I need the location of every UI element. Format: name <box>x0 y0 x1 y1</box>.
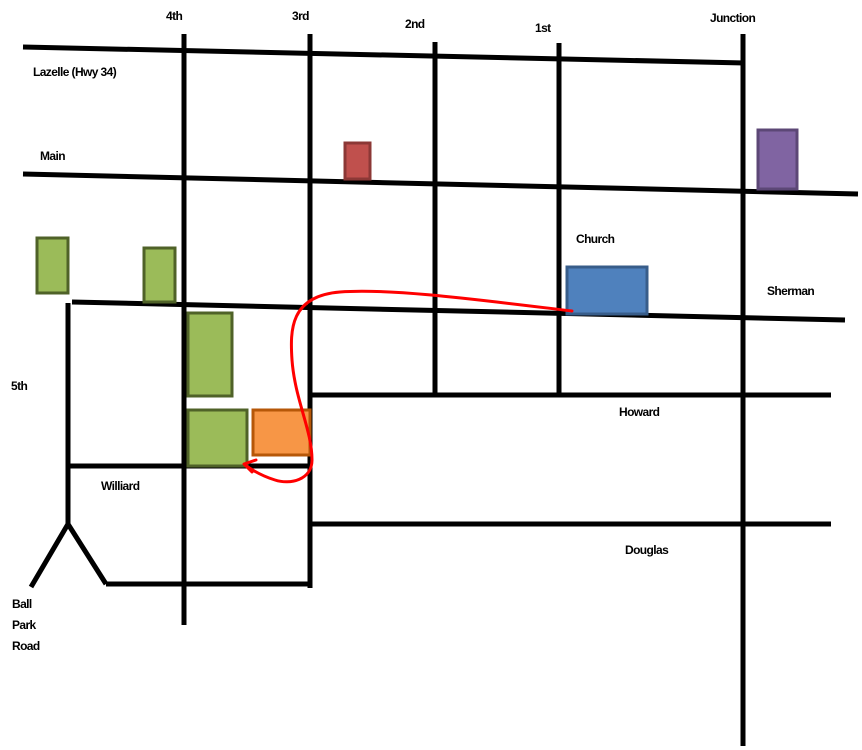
label-williard: Williard <box>101 479 140 493</box>
label-howard: Howard <box>619 405 660 419</box>
building-purple[interactable] <box>756 128 799 191</box>
label-church: Church <box>576 232 615 246</box>
label-main: Main <box>40 149 66 163</box>
label-5th: 5th <box>11 379 28 393</box>
label-4th: 4th <box>166 9 183 23</box>
label-2nd: 2nd <box>405 17 425 31</box>
label-3rd: 3rd <box>292 9 309 23</box>
building-red[interactable] <box>343 141 372 181</box>
route-arrowhead-icon <box>242 458 258 474</box>
building-green-2[interactable] <box>142 246 177 304</box>
label-sherman: Sherman <box>767 284 815 298</box>
label-1st: 1st <box>535 21 551 35</box>
label-douglas: Douglas <box>625 543 669 557</box>
label-junction: Junction <box>710 11 756 25</box>
road-main <box>22 171 859 197</box>
building-green-3[interactable] <box>186 311 234 398</box>
building-church[interactable] <box>565 265 649 316</box>
road-lazelle <box>22 44 746 66</box>
route-path <box>243 289 574 484</box>
label-road: Road <box>12 639 40 653</box>
road-ball-park-fork <box>28 519 109 589</box>
building-orange[interactable] <box>251 408 312 457</box>
building-green-destination[interactable] <box>186 408 249 468</box>
label-ball: Ball <box>12 597 32 611</box>
building-green-1[interactable] <box>35 236 70 295</box>
label-lazelle: Lazelle (Hwy 34) <box>33 65 117 79</box>
label-park: Park <box>12 618 36 632</box>
road-sherman <box>71 299 846 323</box>
